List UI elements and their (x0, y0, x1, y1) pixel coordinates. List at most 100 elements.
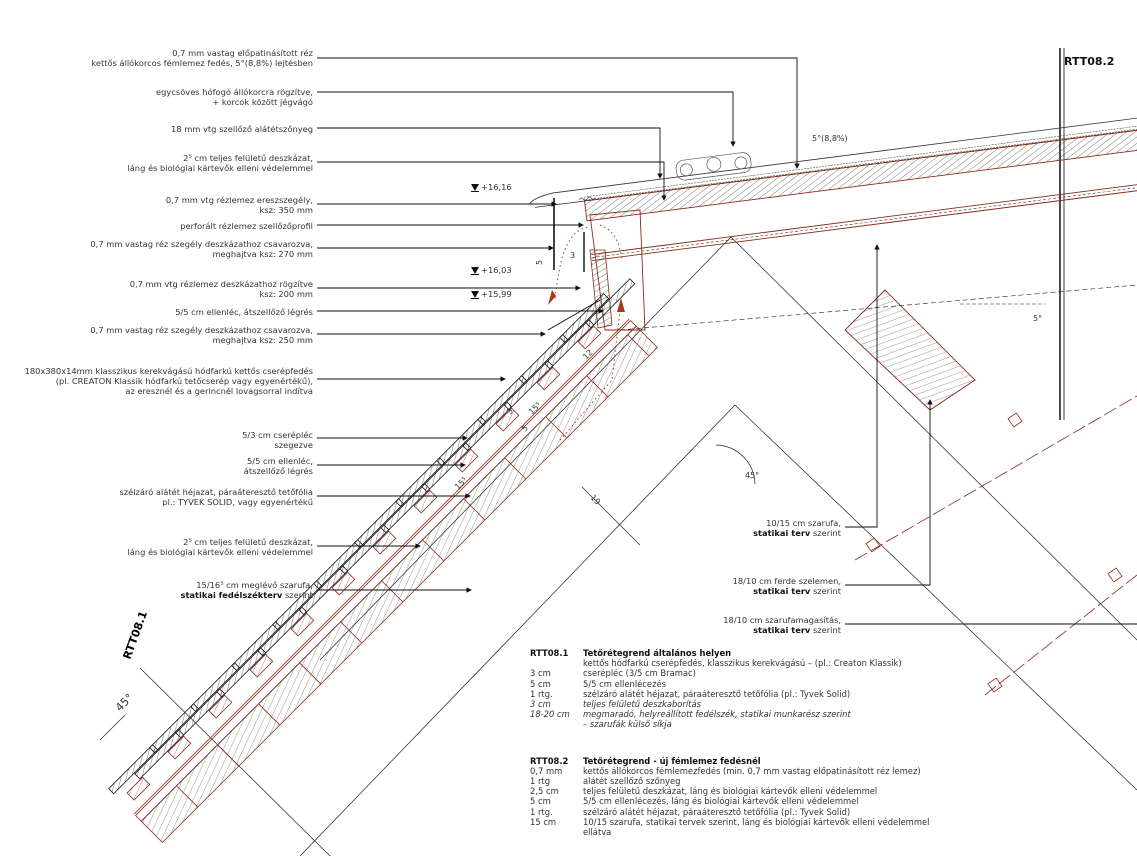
label-bold: statikai fedélszékterv (180, 590, 283, 600)
label-line: 18 mm vtg szellőző alátétszőnyeg (171, 124, 313, 134)
label-line: 0,7 mm vastag réz szegély deszkázathoz c… (90, 325, 313, 335)
label-line: statikai terv szerint (753, 586, 841, 596)
level-marker: +16,16 (471, 182, 512, 192)
roof-tile (559, 293, 610, 344)
layer-thickness: 3 cm (530, 668, 551, 679)
label-line: 0,7 mm vtg rézlemez ereszszegély, (165, 195, 313, 205)
roof-tile (477, 375, 528, 426)
leader-line (845, 399, 933, 586)
legend-code: RTT08.1 (530, 648, 569, 658)
annotation-label: 18 mm vtg szellőző alátétszőnyeg (171, 124, 313, 134)
annotation-label: 18/10 cm ferde szelemen,statikai terv sz… (733, 576, 841, 596)
dim-5: 5 (520, 423, 530, 433)
layer-description: kettős állókorcos fémlemezfedés (min. 0,… (583, 765, 921, 776)
level-value: +16,03 (481, 265, 512, 275)
label-line: az eresznél és a gerincnél lovagsorral i… (125, 386, 313, 396)
label-line: 5/3 cm cserépléc (242, 430, 313, 440)
layer-thickness (530, 827, 583, 837)
rafter-joint (217, 744, 240, 767)
tile-batten (331, 571, 356, 596)
level-value: +16,16 (481, 182, 512, 192)
label-line: 18/10 cm szarufamagasítás, (723, 615, 841, 625)
roof-tile (108, 744, 159, 795)
annotation-label: 5/5 cm ellenléc, átszellőző légrés (175, 307, 313, 317)
label-line: statikai terv szerint (753, 528, 841, 538)
layer-thickness (530, 719, 583, 729)
label-line: 2⁵ cm teljes felületű deszkázat, (183, 153, 313, 163)
label-line: 15/16⁵ cm meglévő szarufa, (196, 580, 313, 590)
airflow-in-arrow-icon (617, 298, 625, 312)
rafter-joint (176, 785, 199, 808)
level-marker: +15,99 (471, 289, 512, 299)
label-line: szegezve (274, 440, 313, 450)
level-marker: +16,03 (471, 265, 512, 275)
section-code-left: RTT08.1 (121, 609, 150, 661)
roof-tile (149, 703, 200, 754)
label-line: átszellőző légrés (243, 466, 313, 476)
layer-description: – szarufák külső síkja (583, 719, 672, 730)
rafter-layer (140, 325, 658, 843)
label-line: perforált rézlemez szellőzőprofil (180, 221, 313, 231)
legend-row: – szarufák külső síkja (530, 719, 929, 729)
label-line: egycsöves hófogó állókorcra rögzítve, (156, 87, 313, 97)
annotation-label: 18/10 cm szarufamagasítás,statikai terv … (723, 615, 841, 635)
tile-batten (167, 735, 192, 760)
layer-description: szélzáró alátét héjazat, páraáteresztő t… (583, 688, 851, 699)
layer-description: alátét szellőző szőnyeg (583, 776, 681, 787)
legend-row: 3 cm cserépléc (3/5 cm Bramac) (530, 668, 929, 678)
label-line: (pl. CREATON Klassik hódfarkú tetőcserép… (55, 376, 313, 386)
layer-thickness (530, 658, 583, 668)
rafter-joint (627, 334, 650, 357)
label-line: 5/5 cm ellenléc, (247, 456, 313, 466)
label-line: 0,7 mm vastag előpatinásított réz (172, 48, 313, 58)
label-line: statikai terv szerint (753, 625, 841, 635)
annotation-label: 10/15 cm szarufa,statikai terv szerint (753, 518, 841, 538)
layer-description: megmaradó, helyreállított fedélszék, sta… (583, 709, 851, 720)
legend-row: kettős hódfarkú cserépfedés, klasszikus … (530, 658, 929, 668)
roof-tile (190, 662, 241, 713)
new-rafter (854, 395, 1137, 696)
rafter-joint (422, 539, 445, 562)
tile-batten (536, 366, 561, 391)
tile-batten (290, 612, 315, 637)
annotation-label: 15/16⁵ cm meglévő szarufa,statikai fedél… (181, 580, 313, 600)
roof-tile (354, 498, 405, 549)
annotation-label: perforált rézlemez szellőzőprofil (180, 221, 313, 231)
label-line: pl.: TYVEK SOLID, vagy egyenértékű (162, 497, 313, 507)
rafter-joint (340, 621, 363, 644)
leader-line (317, 161, 667, 201)
annotation-label: 0,7 mm vastag réz szegély deszkázathoz c… (90, 325, 313, 345)
dim-angle-45: 45° (745, 471, 759, 480)
membrane-layer (133, 318, 630, 815)
annotation-label: szélzáró alátét héjazat, páraáteresztő t… (119, 487, 313, 507)
dim-12: 12 (581, 348, 595, 362)
annotation-label: 0,7 mm vastag réz szegély deszkázathoz c… (90, 239, 313, 259)
layer-description: cserépléc (3/5 cm Bramac) (583, 668, 696, 679)
tile-batten (249, 653, 274, 678)
layer-thickness: 5 cm (530, 796, 551, 807)
annotation-label: 0,7 mm vtg rézlemez ereszszegély,ksz: 35… (166, 195, 313, 215)
level-value: +15,99 (481, 289, 512, 299)
label-line: ksz: 200 mm (259, 289, 313, 299)
legend-row: ellátva (530, 827, 929, 837)
section-line-rtt082 (1059, 48, 1065, 420)
roof-tile (585, 278, 636, 329)
legend-code: RTT08.2 (530, 755, 569, 766)
label-line: meghajtva ksz: 270 mm (212, 249, 313, 259)
layer-thickness: 2,5 cm (530, 786, 559, 797)
snow-guard-icon (675, 152, 752, 181)
layer-description: teljes felületű deszkaborítás (583, 699, 701, 710)
layer-description: 10/15 szarufa, statikai tervek szerint, … (583, 816, 930, 827)
layer-description: kettős hódfarkú cserépfedés, klasszikus … (583, 658, 902, 669)
tile-batten (126, 776, 151, 801)
section-code-right: RTT08.2 (1064, 55, 1115, 68)
